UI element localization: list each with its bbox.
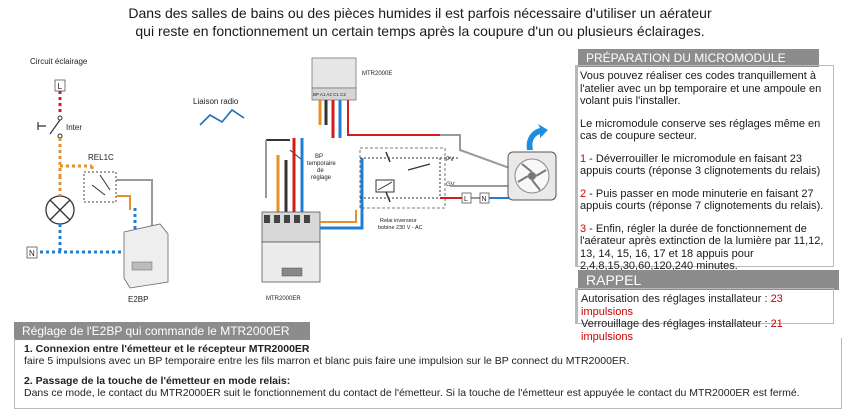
- prep-paragraph-1: Vous pouvez réaliser ces codes tranquill…: [580, 70, 822, 107]
- fan-terminal-n: N: [482, 196, 487, 203]
- rappel-line-1-value: 23 impulsions: [581, 293, 783, 318]
- terminal-screw-3: [284, 215, 290, 223]
- prep-paragraph-2: Le micromodule conserve ses réglages mêm…: [580, 117, 821, 143]
- rappel-content: Autorisation des réglages installateur :…: [581, 293, 831, 343]
- bp-label-3: de: [317, 168, 324, 174]
- bp-label-1: BP: [315, 154, 323, 160]
- mtr2000e-label: MTR2000E: [362, 71, 392, 77]
- rel1c-contact-2: [99, 174, 111, 191]
- prep-panel: [575, 65, 834, 267]
- fan-terminal-l: L: [464, 196, 468, 203]
- prep-step-2-text: - Puis passer en mode minuterie en faisa…: [580, 187, 824, 213]
- bp-label-4: réglage: [311, 175, 332, 181]
- intro-text: Dans des salles de bains ou des pièces h…: [70, 4, 770, 40]
- prep-step-3-num: 3: [580, 222, 587, 235]
- terminal-screw-1: [264, 215, 270, 223]
- prep-step-1: 1 - Déverrouiller le micromodule en fais…: [580, 153, 825, 178]
- e2bp-step-1-text: faire 5 impulsions avec un BP temporaire…: [24, 355, 630, 367]
- inter-label: Inter: [66, 123, 82, 132]
- mtr2000er-label: MTR2000ER: [266, 296, 301, 302]
- prep-title: PRÉPARATION DU MICROMODULE MTR2000E: [578, 49, 819, 81]
- relay-box: [359, 147, 446, 209]
- wire-mtr-red-right: [347, 100, 440, 136]
- e2bp-step-2-text: Dans ce mode, le contact du MTR2000ER su…: [24, 387, 800, 399]
- relay-contact-2: [385, 191, 391, 203]
- prep-step-2: 2 - Puis passer en mode minuterie en fai…: [580, 188, 825, 213]
- prep-step-2-num: 2: [580, 187, 587, 200]
- rel1c-box: [83, 171, 117, 203]
- airflow-arrow-icon: [526, 124, 548, 150]
- wiring-diagram: Circuit éclairage L Inter N REL1C E2BP L…: [26, 57, 557, 304]
- e2bp-step-1-title: 1. Connexion entre l'émetteur et le réce…: [24, 343, 310, 355]
- e2bp-module: [123, 223, 169, 289]
- switch-lever: [49, 119, 61, 135]
- e2bp-label: E2BP: [128, 295, 148, 304]
- prep-step-3-text: - Enfin, régler la durée de fonctionneme…: [580, 222, 824, 273]
- relay-switch: [407, 163, 431, 171]
- switch-contact-top: [57, 115, 63, 121]
- bp-label-2: temporaire: [307, 161, 336, 167]
- fan-blades: [517, 163, 547, 191]
- wire-blue-relay: [320, 158, 364, 230]
- mtr2000e-terminals: BP A1 A2 C1 C2: [313, 92, 346, 97]
- rappel-panel: [575, 288, 834, 324]
- relay-label-2: bobine 230 V - AC: [378, 225, 423, 231]
- rel1c-contact: [91, 184, 106, 196]
- rel1c-label: REL1C: [88, 153, 114, 162]
- e2bp-content: 1. Connexion entre l'émetteur et le réce…: [24, 343, 834, 407]
- pv-label: PV: [446, 157, 454, 163]
- fan-hub: [528, 172, 536, 180]
- radio-wave-icon: [199, 108, 245, 126]
- e2bp-logo: [131, 261, 153, 271]
- terminal-n-box: [26, 246, 38, 259]
- wire-grey-fan-1: [440, 134, 516, 171]
- liaison-label: Liaison radio: [193, 97, 239, 106]
- rappel-line-1: Autorisation des réglages installateur :…: [581, 293, 831, 318]
- relay-label-1: Relai inverseur: [380, 218, 417, 224]
- terminal-screw-5: [304, 215, 310, 223]
- mtr2000e-module: [311, 57, 357, 89]
- circuit-label: Circuit éclairage: [30, 57, 88, 66]
- switch-contact-bottom: [57, 133, 63, 139]
- terminal-screw-4: [294, 215, 300, 223]
- switch-symbol-icon: [37, 122, 46, 130]
- relay-contact-1: [385, 151, 391, 163]
- rappel-line-2: Verrouillage des réglages installateur :…: [581, 318, 831, 343]
- e2bp-step-2: 2. Passage de la touche de l'émetteur en…: [24, 375, 834, 399]
- relay-coil-mark: [377, 181, 393, 191]
- rappel-line-2-value: 21 impulsions: [581, 318, 783, 343]
- mtr2000er-terminals-block: [261, 211, 321, 243]
- terminal-n-label: N: [29, 249, 35, 258]
- fan-terminal-l-box: [461, 192, 472, 204]
- wire-orange-e2bp: [116, 195, 131, 210]
- e2bp-step-2-title: 2. Passage de la touche de l'émetteur en…: [24, 375, 291, 387]
- terminal-screw-2: [274, 215, 280, 223]
- wire-orange-relay: [320, 210, 357, 223]
- intro-line-1: Dans des salles de bains ou des pièces h…: [128, 5, 712, 21]
- bp-button-icon: [289, 149, 303, 161]
- prep-content: Vous pouvez réaliser ces codes tranquill…: [580, 70, 825, 283]
- prep-step-1-num: 1: [580, 152, 587, 165]
- mtr2000er-logo: [281, 267, 303, 277]
- terminal-l-label: L: [58, 82, 63, 91]
- prep-step-1-text: - Déverrouiller le micromodule en faisan…: [580, 152, 821, 178]
- rappel-title: RAPPEL: [578, 270, 839, 290]
- intro-line-2: qui reste en fonctionnement un certain t…: [135, 23, 705, 39]
- rappel-line-2-label: Verrouillage des réglages installateur :: [581, 318, 771, 330]
- e2bp-step-1: 1. Connexion entre l'émetteur et le réce…: [24, 343, 834, 367]
- e2bp-title: Réglage de l'E2BP qui commande le MTR200…: [14, 322, 310, 340]
- wire-grey-e2bp: [116, 179, 153, 228]
- lamp-cross-b: [49, 199, 71, 221]
- prep-step-3: 3 - Enfin, régler la durée de fonctionne…: [580, 223, 825, 273]
- rappel-line-1-label: Autorisation des réglages installateur :: [581, 293, 771, 305]
